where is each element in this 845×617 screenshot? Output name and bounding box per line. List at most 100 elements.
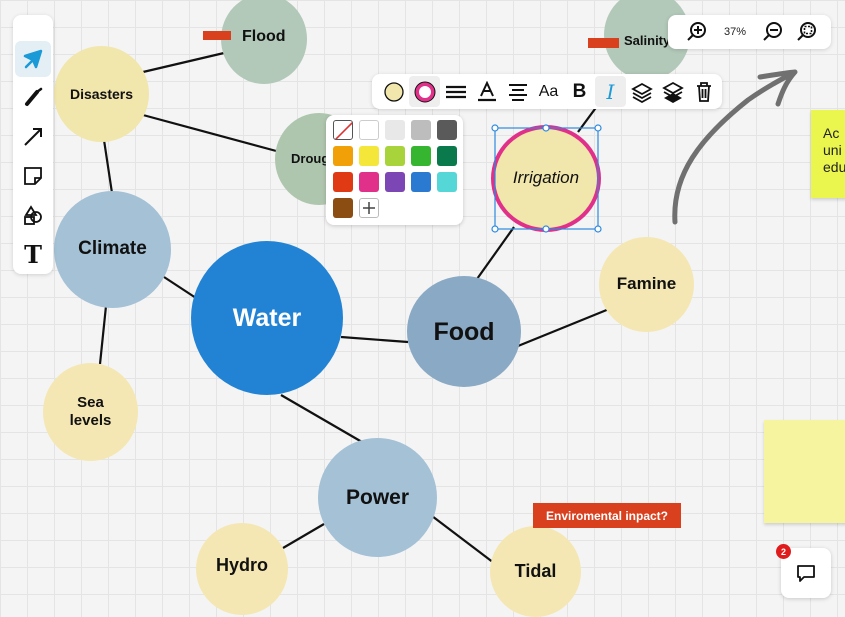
edge-power-hydro — [282, 523, 325, 549]
node-hydro[interactable]: Hydro — [196, 523, 288, 615]
node-sea-levels[interactable]: Sea levels — [43, 363, 138, 461]
resize-handle[interactable] — [594, 225, 602, 233]
pointer-arrow-icon — [23, 49, 43, 69]
node-climate-label: Climate — [78, 238, 147, 260]
swatch-dark-green[interactable] — [437, 146, 457, 166]
zoom-fit-button[interactable] — [790, 15, 824, 49]
swatch-cyan[interactable] — [437, 172, 457, 192]
text-color-button[interactable] — [471, 76, 502, 107]
shapes-tool[interactable] — [15, 197, 51, 233]
chat-bubble-icon — [797, 565, 815, 582]
notification-badge: 2 — [776, 544, 791, 559]
zoom-bar: 37% — [668, 15, 831, 49]
annotation-label[interactable]: Enviromental inpact? — [533, 503, 681, 528]
text-tool[interactable]: T — [15, 236, 51, 272]
node-power-label: Power — [345, 485, 410, 509]
swatch-gray[interactable] — [411, 120, 431, 140]
zoom-fit-icon — [797, 22, 816, 41]
swatch-lime[interactable] — [385, 146, 405, 166]
node-climate[interactable]: Climate — [54, 191, 171, 308]
node-salinity-label: Salinity — [624, 33, 671, 48]
swatch-transparent[interactable] — [333, 120, 353, 140]
font-size-label: Aa — [538, 82, 559, 100]
select-tool[interactable] — [15, 41, 51, 77]
shape-toolbar: Aa B I — [372, 74, 722, 109]
node-tidal[interactable]: Tidal — [490, 526, 581, 617]
sticky-note-line: edu — [823, 158, 845, 175]
edge-power-tidal — [431, 515, 495, 564]
node-irrigation-label: Irrigation — [512, 168, 580, 188]
bold-label: B — [572, 80, 587, 102]
resize-handle[interactable] — [542, 124, 550, 132]
node-flood-label: Flood — [242, 28, 286, 45]
selection-box[interactable] — [490, 123, 604, 235]
edge-disasters-drought — [142, 113, 281, 154]
resize-handle[interactable] — [491, 225, 499, 233]
zoom-out-button[interactable] — [756, 15, 790, 49]
node-water[interactable]: Water — [191, 241, 343, 395]
salinity-tag — [588, 38, 619, 48]
trash-icon — [696, 81, 711, 102]
zoom-in-button[interactable] — [680, 15, 714, 49]
delete-button[interactable] — [688, 76, 719, 107]
text-align-button[interactable] — [502, 76, 533, 107]
swatch-orange[interactable] — [333, 146, 353, 166]
sticky-note-line: Ac — [823, 125, 840, 141]
bring-forward-button[interactable] — [626, 76, 657, 107]
line-tool[interactable] — [15, 119, 51, 155]
swatch-green[interactable] — [411, 146, 431, 166]
resize-handle[interactable] — [542, 225, 550, 233]
sticky-note-line: uni — [823, 141, 842, 158]
swatch-white[interactable] — [359, 120, 379, 140]
swatch-dark-gray[interactable] — [437, 120, 457, 140]
color-palette — [326, 115, 463, 225]
border-color-icon — [414, 81, 435, 102]
text-tool-icon: T — [24, 239, 42, 269]
swatch-purple[interactable] — [385, 172, 405, 192]
hand-drawn-arrow[interactable] — [672, 69, 798, 225]
comments-button[interactable]: 2 — [776, 544, 831, 598]
pen-tool[interactable] — [15, 80, 51, 116]
plus-icon — [363, 202, 375, 214]
fill-color-button[interactable] — [378, 76, 409, 107]
zoom-out-icon — [763, 22, 782, 41]
node-tidal-label: Tidal — [514, 561, 557, 581]
node-irrigation[interactable]: Irrigation — [491, 125, 601, 232]
sticky-note-green[interactable]: Ac uni edu — [811, 110, 845, 198]
node-power[interactable]: Power — [318, 438, 437, 557]
bold-button[interactable]: B — [564, 76, 595, 107]
node-hydro-label: Hydro — [215, 555, 268, 575]
resize-handle[interactable] — [594, 124, 602, 132]
add-custom-color-button[interactable] — [359, 198, 379, 218]
edge-disasters-flood — [142, 51, 225, 74]
edge-water-food — [340, 335, 409, 344]
node-famine[interactable]: Famine — [599, 237, 694, 332]
node-drought-label: Droug — [291, 151, 330, 167]
italic-button[interactable]: I — [595, 76, 626, 107]
flood-tag — [203, 31, 231, 40]
send-backward-button[interactable] — [657, 76, 688, 107]
swatch-blue[interactable] — [411, 172, 431, 192]
fill-color-icon — [383, 81, 404, 102]
swatch-light-gray[interactable] — [385, 120, 405, 140]
zoom-level: 37% — [723, 26, 747, 38]
edge-disasters-climate — [102, 139, 114, 194]
font-size-button[interactable]: Aa — [533, 76, 564, 107]
node-flood[interactable] — [221, 0, 307, 84]
swatch-brown[interactable] — [333, 198, 353, 218]
swatch-red[interactable] — [333, 172, 353, 192]
no-color-icon — [334, 121, 352, 139]
swatch-pink[interactable] — [359, 172, 379, 192]
sticky-note-yellow[interactable] — [764, 420, 845, 523]
border-color-button[interactable] — [409, 76, 440, 107]
border-style-button[interactable] — [440, 76, 471, 107]
swatch-yellow[interactable] — [359, 146, 379, 166]
sticky-note-tool[interactable] — [15, 158, 51, 194]
node-disasters[interactable]: Disasters — [54, 46, 149, 142]
resize-handle[interactable] — [491, 124, 499, 132]
line-arrow-icon — [24, 128, 42, 146]
node-food[interactable]: Food — [407, 276, 521, 387]
zoom-in-icon — [687, 22, 706, 41]
edge-food-irrigation — [471, 226, 515, 287]
